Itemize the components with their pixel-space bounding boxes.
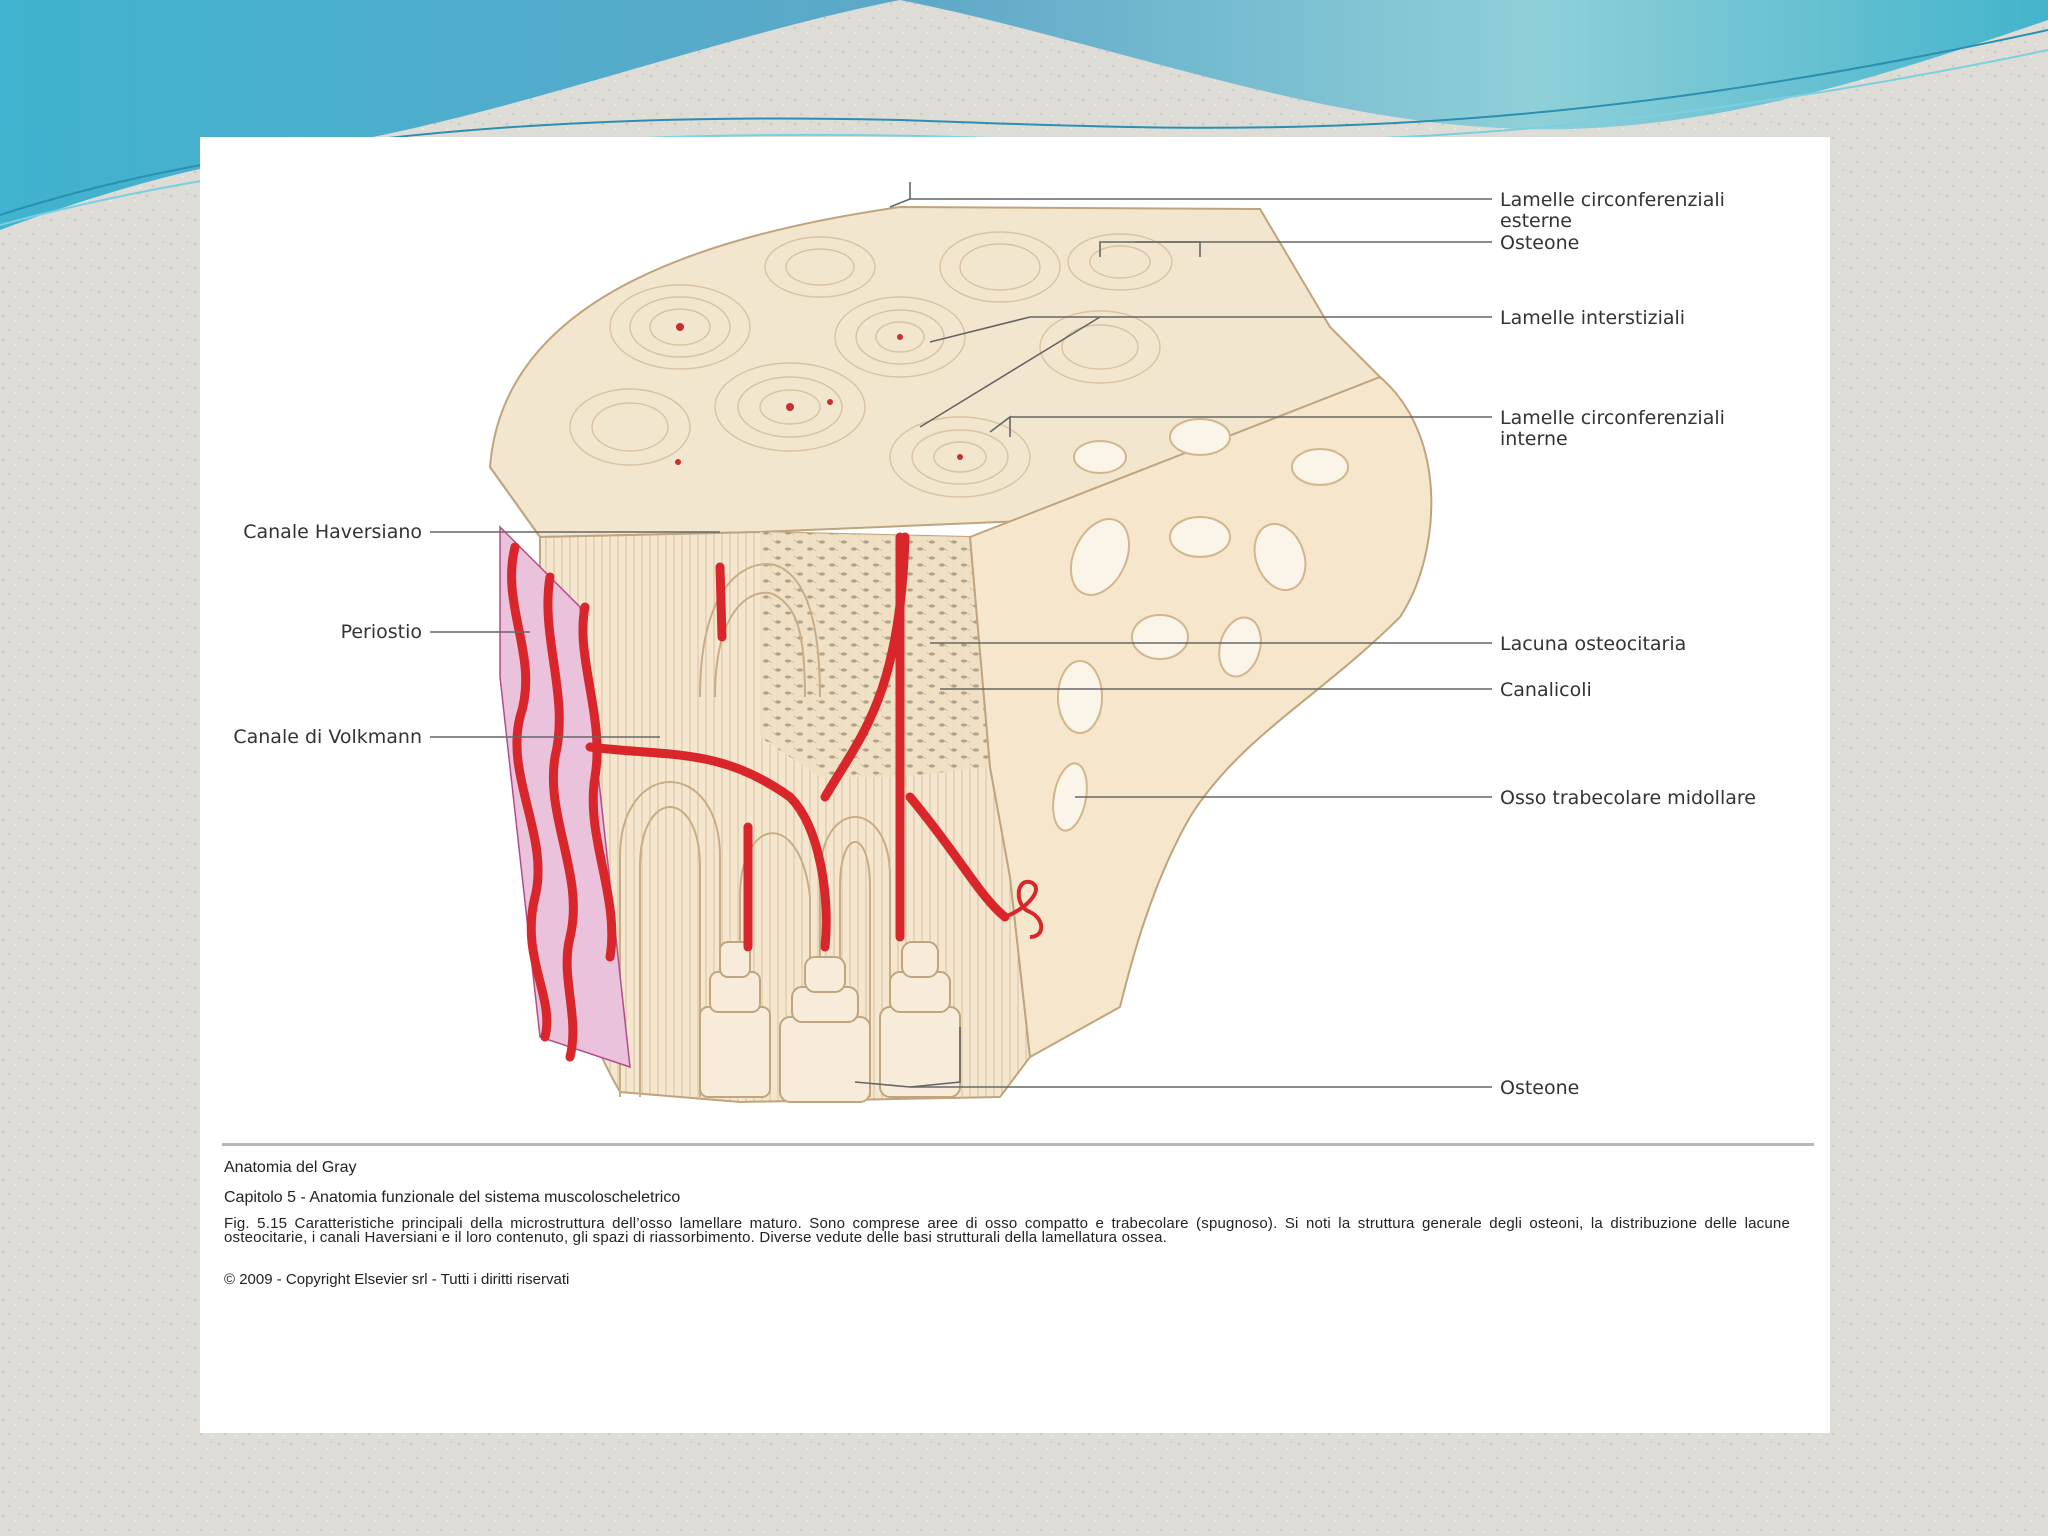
caption-copyright: © 2009 - Copyright Elsevier srl - Tutti … xyxy=(224,1271,570,1288)
caption-chapter: Capitolo 5 - Anatomia funzionale del sis… xyxy=(224,1189,681,1206)
trabecular-holes xyxy=(1052,418,1349,832)
header-wave xyxy=(0,0,2048,230)
label-lamelle-circ-interne-2: interne xyxy=(1500,428,1568,450)
bone-block xyxy=(488,205,1433,1104)
label-lacuna-osteocitaria: Lacuna osteocitaria xyxy=(1500,633,1686,655)
osteon-rings xyxy=(569,231,1173,498)
osteon-cylinders xyxy=(699,941,961,1103)
label-osteone-bottom: Osteone xyxy=(1500,1077,1579,1099)
label-lamelle-circ-esterne: Lamelle circonferenziali xyxy=(1500,189,1725,211)
bone-diagram: Lamelle circonferenziali esterne Osteone… xyxy=(233,182,1756,1104)
label-canale-haversiano: Canale Haversiano xyxy=(243,521,422,543)
label-canale-volkmann: Canale di Volkmann xyxy=(233,726,422,748)
label-periostio: Periostio xyxy=(341,621,422,643)
diagram-labels: Lamelle circonferenziali esterne Osteone… xyxy=(233,189,1756,1099)
label-lamelle-circ-interne: Lamelle circonferenziali xyxy=(1500,407,1725,429)
haversian-dots xyxy=(675,323,963,465)
label-lamelle-interstiziali: Lamelle interstiziali xyxy=(1500,307,1685,329)
blood-vessels xyxy=(507,532,1010,1062)
caption-figure-text: Fig. 5.15 Caratteristiche principali del… xyxy=(224,1215,1790,1246)
label-lamelle-circ-esterne-2: esterne xyxy=(1500,210,1572,232)
label-osteone-top: Osteone xyxy=(1500,232,1579,254)
caption-source: Anatomia del Gray xyxy=(224,1159,357,1176)
label-canalicoli: Canalicoli xyxy=(1500,679,1592,701)
caption-divider xyxy=(222,1143,1814,1146)
figure-caption: Anatomia del Gray Capitolo 5 - Anatomia … xyxy=(224,1143,1790,1288)
figure-card: Lamelle circonferenziali esterne Osteone… xyxy=(200,137,1830,1433)
label-osso-trabecolare: Osso trabecolare midollare xyxy=(1500,787,1756,809)
leader-lines xyxy=(430,182,1492,1088)
